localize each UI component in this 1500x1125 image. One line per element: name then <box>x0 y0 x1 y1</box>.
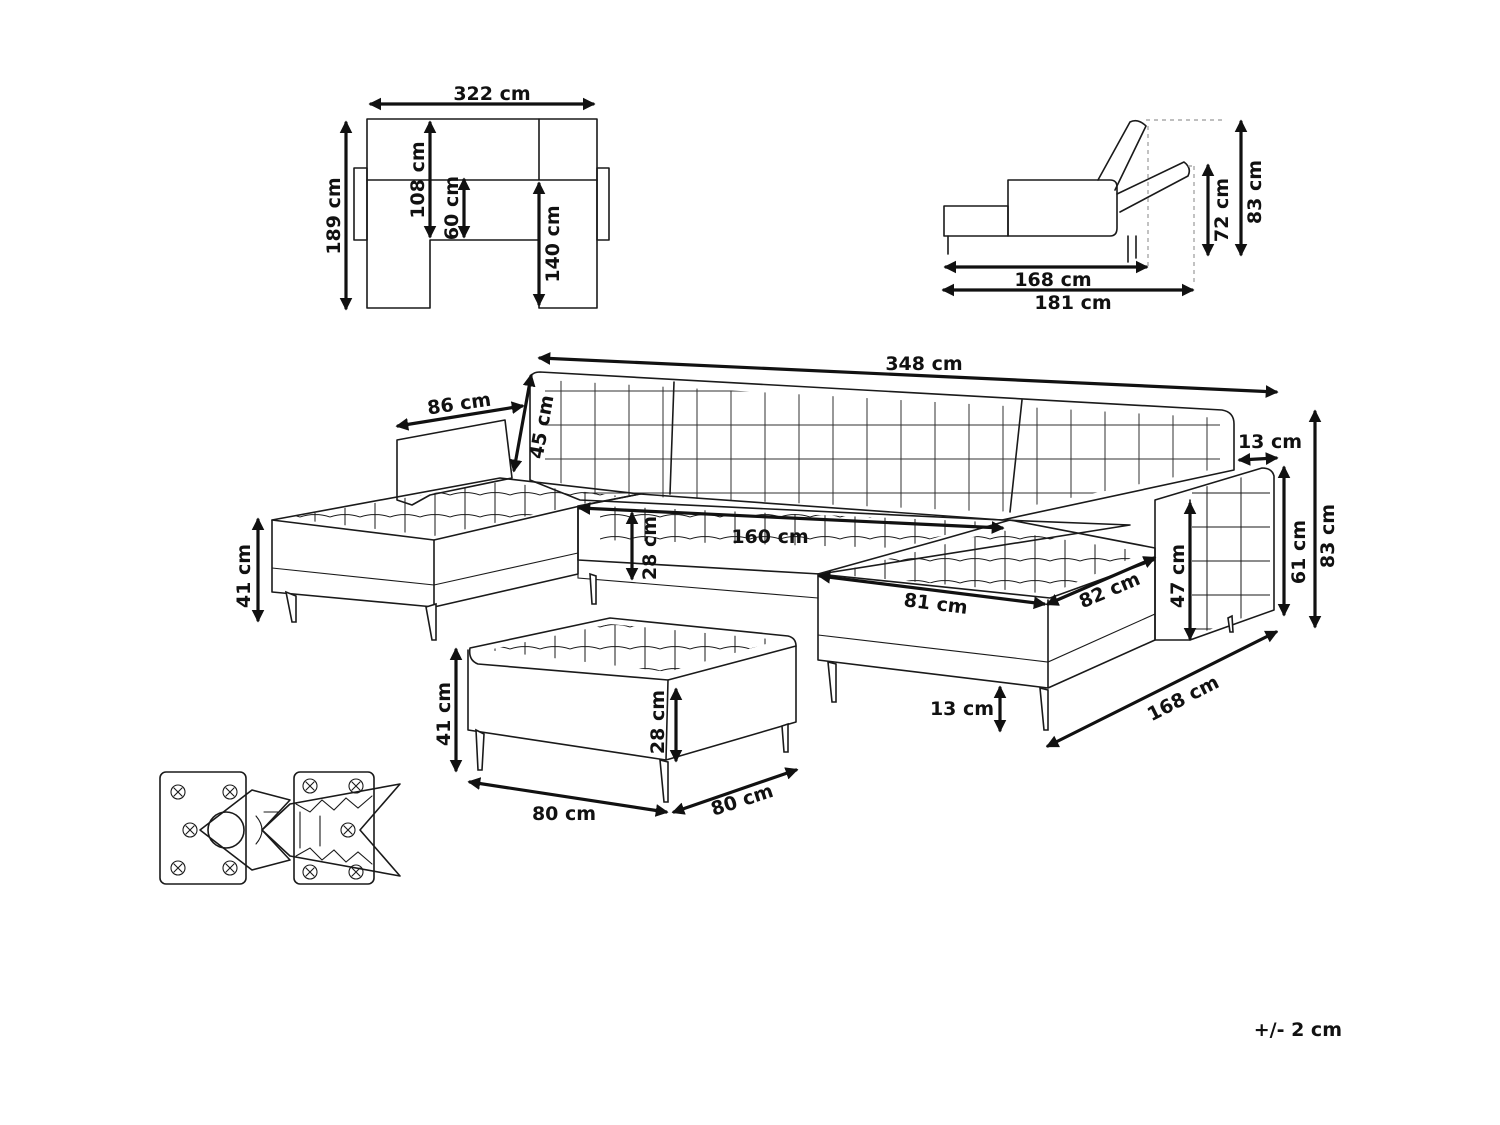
sofa-right-arm-tufting <box>1192 470 1270 636</box>
tolerance-note: +/- 2 cm <box>1254 1019 1342 1041</box>
ottoman-body <box>467 645 797 761</box>
side-view-backrest-top <box>1097 119 1147 191</box>
label-ottoman-height: 41 cm <box>433 682 455 746</box>
label-top-chaise-depth: 60 cm <box>441 176 463 240</box>
sofa-leg <box>425 602 437 641</box>
label-top-width: 322 cm <box>453 83 530 105</box>
label-sofa-seat-height-left: 41 cm <box>233 544 255 608</box>
ottoman-leg <box>475 728 485 771</box>
bracket-hook-left <box>199 789 291 871</box>
dim-sofa-chaise-front <box>817 570 1047 610</box>
label-sofa-seat-cushion: 28 cm <box>639 516 661 580</box>
label-ottoman-cushion: 28 cm <box>647 690 669 754</box>
bracket-plate-right <box>293 771 375 885</box>
side-view-seat <box>1007 179 1118 237</box>
bracket-pivot <box>207 811 245 849</box>
top-view-right-arm <box>596 167 610 241</box>
label-side-total-length: 181 cm <box>1034 292 1111 314</box>
dim-sofa-chaise-side <box>1045 556 1157 606</box>
label-sofa-arm-width: 13 cm <box>1238 431 1302 453</box>
side-view-chaise <box>943 205 1009 237</box>
sofa-leg <box>827 660 837 703</box>
dim-ottoman-width <box>467 777 669 817</box>
connector-bracket-detail <box>159 771 401 885</box>
label-sofa-seat-arm-height: 61 cm <box>1288 520 1310 584</box>
top-view-back-divider <box>366 118 598 181</box>
ottoman-leg <box>659 758 669 803</box>
label-side-backrest-height: 72 cm <box>1211 178 1233 242</box>
side-view-legs <box>947 235 1137 263</box>
sofa-perspective: 348 cm 86 cm 45 cm 13 cm 160 cm 28 cm 41… <box>233 352 1339 748</box>
label-sofa-height: 83 cm <box>1317 504 1339 568</box>
dim-sofa-total-width <box>537 352 1279 398</box>
dim-sofa-chaise-width <box>395 401 525 431</box>
sofa-leg <box>1227 614 1234 633</box>
sofa-leg <box>589 572 597 605</box>
side-view: 168 cm 181 cm 72 cm 83 cm <box>941 119 1266 314</box>
sofa-backrest-tufting <box>545 380 1220 512</box>
bracket-teeth <box>295 795 373 865</box>
label-top-depth: 189 cm <box>323 177 345 254</box>
label-ottoman-width: 80 cm <box>532 803 596 825</box>
top-view-left-arm <box>353 167 368 241</box>
label-sofa-arm-height: 47 cm <box>1167 544 1189 608</box>
label-top-inner-depth: 108 cm <box>407 141 429 218</box>
ottoman: 41 cm 28 cm 80 cm 80 cm <box>433 617 799 825</box>
ottoman-leg <box>781 722 789 753</box>
bracket-hook-right <box>261 783 401 877</box>
side-view-backrest-lower <box>1116 161 1191 213</box>
ottoman-tufting <box>488 624 780 672</box>
label-sofa-chaise-width: 86 cm <box>426 389 493 420</box>
label-top-chaise-length: 140 cm <box>542 205 564 282</box>
sofa-middle-base <box>577 559 819 599</box>
bracket-slot <box>255 811 279 845</box>
label-sofa-total-width: 348 cm <box>885 353 962 375</box>
dim-sofa-arm-width <box>1237 452 1279 466</box>
screw-icon <box>170 778 364 880</box>
sofa-leg <box>1039 686 1049 731</box>
label-sofa-leg-height: 13 cm <box>930 698 994 720</box>
side-view-guides <box>1146 119 1226 284</box>
top-view: 322 cm 189 cm 108 cm 60 cm 140 cm <box>323 83 610 311</box>
dim-sofa-seat-width <box>577 502 1005 534</box>
sofa-left-chaise-base <box>271 552 579 586</box>
label-sofa-seat-width: 160 cm <box>731 526 808 548</box>
label-side-seat-length: 168 cm <box>1014 269 1091 291</box>
sofa-backrest-dividers <box>669 381 1023 513</box>
dim-ottoman-depth <box>671 767 799 815</box>
label-ottoman-depth: 80 cm <box>708 780 776 821</box>
sofa-right-chaise-base <box>817 613 1156 663</box>
dim-sofa-depth <box>1045 630 1279 748</box>
sofa-leg <box>284 590 297 623</box>
bracket-plate-left <box>159 771 247 885</box>
sofa-left-chaise-tufting <box>285 482 620 536</box>
label-side-total-height: 83 cm <box>1244 160 1266 224</box>
dim-sofa-back-height <box>509 373 536 473</box>
